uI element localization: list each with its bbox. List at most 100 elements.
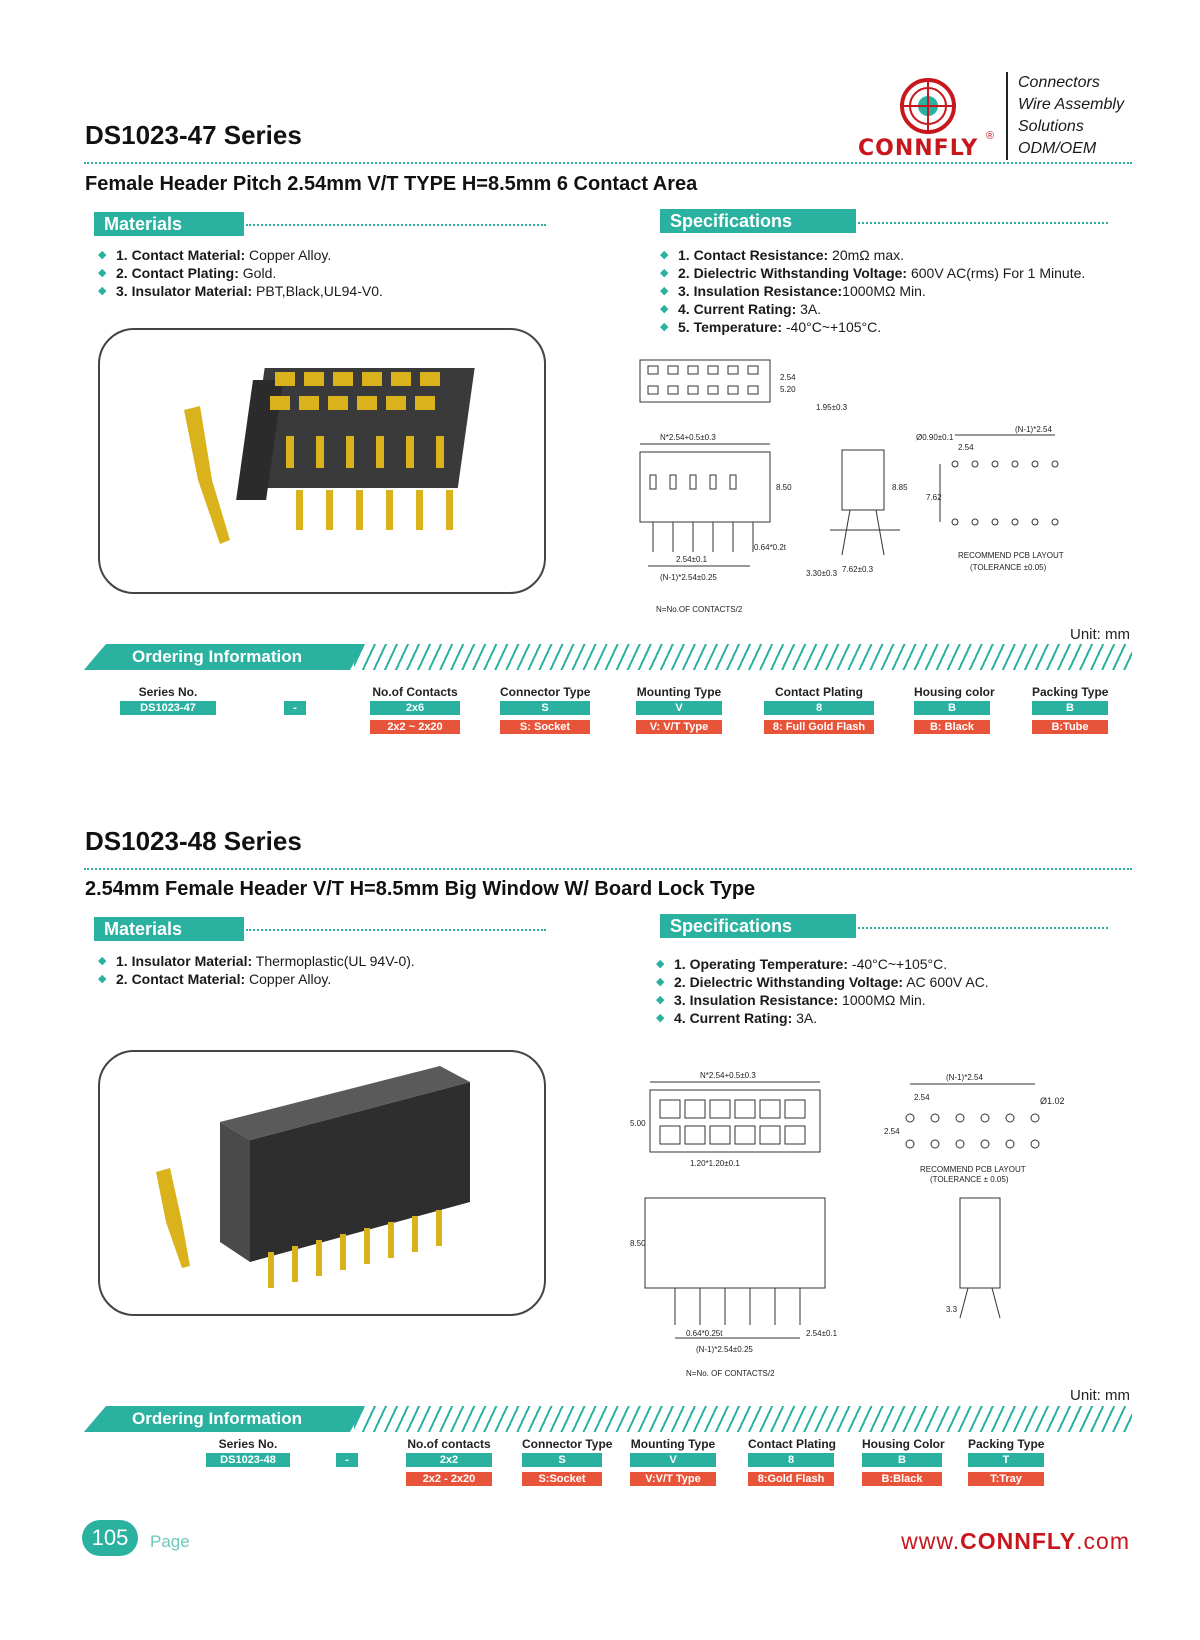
ordering-stripes — [354, 644, 1132, 670]
dim-label: 2.54 — [914, 1093, 930, 1102]
section1-title: DS1023-47 Series — [85, 120, 302, 150]
section1-divider — [84, 162, 1132, 164]
order-col-contact-plating: Contact Plating 8 8:Gold Flash — [748, 1437, 837, 1486]
order-col-contacts: No.of Contacts 2x6 2x2 ~ 2x20 — [370, 684, 460, 734]
dim-label: N*2.54+0.5±0.3 — [700, 1071, 756, 1080]
section1-specs-list: 1. Contact Resistance: 20mΩ max. 2. Diel… — [660, 246, 1085, 336]
page-word: Page — [150, 1532, 190, 1551]
logo-globe-icon — [900, 78, 956, 134]
section1-subtitle: Female Header Pitch 2.54mm V/T TYPE H=8.… — [85, 173, 698, 195]
dim-label: 1.20*1.20±0.1 — [690, 1159, 740, 1168]
section2-materials-dots — [246, 929, 546, 931]
dim-label: 2.54 — [958, 443, 974, 452]
section1-materials-dots — [246, 224, 546, 226]
dim-label: Ø1.02 — [1040, 1096, 1065, 1106]
dim-label: 8.85 — [892, 483, 908, 492]
pcb-layout-label: RECOMMEND PCB LAYOUT — [920, 1165, 1026, 1174]
list-item: 1. Contact Material: Copper Alloy. — [98, 246, 383, 264]
list-item: 1. Contact Resistance: 20mΩ max. — [660, 246, 1085, 264]
section1-ordering-heading: Ordering Information — [84, 644, 364, 670]
section2-dimension-drawing: N*2.54+0.5±0.3 5.00 1.20*1.20±0.1 (N-1)*… — [630, 1071, 1065, 1378]
dim-label: 8.50 — [630, 1239, 646, 1248]
order-col-housing-color: Housing Color B B:Black — [862, 1437, 945, 1486]
tagline-line: Connectors — [1018, 74, 1100, 91]
website-link[interactable]: www.CONNFLY.com — [901, 1528, 1130, 1554]
section1-materials-heading: Materials — [94, 212, 244, 236]
dim-label: Ø0.90±0.1 — [916, 433, 954, 442]
dim-label: 1.95±0.3 — [816, 403, 848, 412]
order-col-series: Series No. DS1023-47 — [120, 684, 216, 715]
dim-label: (N-1)*2.54 — [1015, 425, 1052, 434]
section2-product-photo — [98, 1050, 546, 1316]
order-col-connector-type: Connector Type S S: Socket — [500, 685, 591, 734]
section2-specs-dots — [858, 927, 1108, 929]
section1-dimension-drawing: 2.54 5.20 N*2.54+0.5±0.3 1.95±0.3 8.50 8… — [639, 359, 1064, 614]
list-item: 3. Insulation Resistance:1000MΩ Min. — [660, 282, 1085, 300]
list-item: 1. Insulator Material: Thermoplastic(UL … — [98, 952, 415, 970]
section1-unit: Unit: mm — [1070, 626, 1130, 643]
order-col-mounting-type: Mounting Type V V:V/T Type — [630, 1437, 716, 1486]
order-col-dash: - — [284, 684, 306, 715]
pcb-tolerance-label: (TOLERANCE ± 0.05) — [930, 1175, 1009, 1184]
section1-specs-dots — [858, 222, 1108, 224]
dim-label: N=No.OF CONTACTS/2 — [656, 605, 743, 614]
pcb-tolerance-label: (TOLERANCE ±0.05) — [970, 563, 1047, 572]
dim-label: 3.30±0.3 — [806, 569, 838, 578]
list-item: 4. Current Rating: 3A. — [660, 300, 1085, 318]
dim-label: 0.64*0.25t — [686, 1329, 723, 1338]
dim-label: (N-1)*2.54±0.25 — [696, 1345, 753, 1354]
pcb-layout-label: RECOMMEND PCB LAYOUT — [958, 551, 1064, 560]
page-number-badge: 105 — [82, 1520, 138, 1556]
list-item: 2. Contact Plating: Gold. — [98, 264, 383, 282]
dim-label: 7.62 — [926, 493, 942, 502]
tagline-line: ODM/OEM — [1018, 140, 1097, 157]
section2-ordering-band: Ordering Information — [84, 1406, 1132, 1432]
dim-label: 5.00 — [630, 1119, 646, 1128]
dim-label: 2.54 — [884, 1127, 900, 1136]
ordering-stripes — [354, 1406, 1132, 1432]
section2-subtitle: 2.54mm Female Header V/T H=8.5mm Big Win… — [85, 878, 756, 900]
header-connector-illustration — [184, 368, 475, 544]
dim-label: N*2.54+0.5±0.3 — [660, 433, 716, 442]
order-col-mounting-type: Mounting Type V V: V/T Type — [636, 685, 722, 734]
order-col-series: Series No. DS1023-48 — [206, 1436, 290, 1467]
dim-label: 7.62±0.3 — [842, 565, 874, 574]
order-col-housing-color: Housing color B B: Black — [914, 685, 995, 734]
dim-label: N=No. OF CONTACTS/2 — [686, 1369, 775, 1378]
dim-label: 8.50 — [776, 483, 792, 492]
section2-unit: Unit: mm — [1070, 1387, 1130, 1404]
logo-text: CONNFLY — [858, 136, 979, 161]
registered-mark: ® — [986, 130, 995, 142]
section2-specs-heading: Specifications — [660, 914, 856, 938]
order-col-contact-plating: Contact Plating 8 8: Full Gold Flash — [764, 684, 874, 734]
list-item: 2. Dielectric Withstanding Voltage: 600V… — [660, 264, 1085, 282]
list-item: 2. Dielectric Withstanding Voltage: AC 6… — [656, 973, 989, 991]
dim-label: 2.54±0.1 — [676, 555, 708, 564]
section2-title: DS1023-48 Series — [85, 826, 302, 856]
dim-label: 2.54 — [780, 373, 796, 382]
section1-product-photo — [98, 328, 546, 594]
order-col-connector-type: Connector Type S S:Socket — [522, 1437, 613, 1486]
list-item: 5. Temperature: -40°C~+105°C. — [660, 318, 1085, 336]
order-col-dash: - — [336, 1436, 358, 1467]
list-item: 3. Insulation Resistance: 1000MΩ Min. — [656, 991, 989, 1009]
order-col-packing-type: Packing Type T T:Tray — [968, 1437, 1045, 1486]
dim-label: 3.3 — [946, 1305, 958, 1314]
brand-tagline: Connectors Wire Assembly Solutions ODM/O… — [1006, 72, 1146, 160]
dim-label: (N-1)*2.54 — [946, 1073, 983, 1082]
brand-logo: CONNFLY ® — [858, 76, 1008, 166]
dim-label: 5.20 — [780, 385, 796, 394]
tagline-line: Wire Assembly — [1018, 96, 1124, 113]
header-connector-illustration — [156, 1066, 470, 1288]
section2-materials-heading: Materials — [94, 917, 244, 941]
order-col-contacts: No.of contacts 2x2 2x2 - 2x20 — [406, 1437, 492, 1486]
order-col-packing-type: Packing Type B B:Tube — [1032, 685, 1109, 734]
section1-materials-list: 1. Contact Material: Copper Alloy. 2. Co… — [98, 246, 383, 300]
dim-label: (N-1)*2.54±0.25 — [660, 573, 717, 582]
section2-materials-list: 1. Insulator Material: Thermoplastic(UL … — [98, 952, 415, 988]
section1-specs-heading: Specifications — [660, 209, 856, 233]
section1-ordering-band: Ordering Information — [84, 644, 1132, 670]
section2-ordering-heading: Ordering Information — [84, 1406, 364, 1432]
list-item: 1. Operating Temperature: -40°C~+105°C. — [656, 955, 989, 973]
section2-specs-list: 1. Operating Temperature: -40°C~+105°C. … — [656, 955, 989, 1027]
